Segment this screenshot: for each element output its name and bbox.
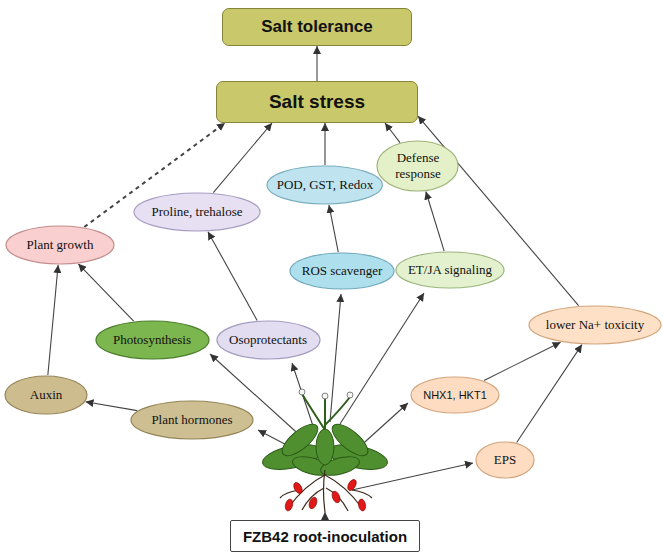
ellipse-node: Plant growth xyxy=(5,225,115,265)
ellipse-node: Proline, trehalose xyxy=(133,192,261,232)
arrow-connector xyxy=(78,264,133,321)
ellipse-node: lower Na+ toxicity xyxy=(528,305,662,345)
node-label: lower Na+ toxicity xyxy=(546,317,644,333)
node-label: Plant hormones xyxy=(151,412,232,428)
node-label: ET/JA signaling xyxy=(408,262,492,278)
arrow-connector xyxy=(86,402,138,411)
ellipse-node: Plant hormones xyxy=(130,400,254,440)
ellipse-node: NHX1, HKT1 xyxy=(410,376,500,414)
ellipse-node: POD, GST, Redox xyxy=(266,165,383,205)
node-label: Salt stress xyxy=(269,91,365,113)
process-box: FZB42 root-inoculation xyxy=(230,520,420,552)
node-label: FZB42 root-inoculation xyxy=(243,528,407,545)
arrow-connector xyxy=(213,123,272,193)
plant-leaves xyxy=(260,419,389,479)
node-label: Proline, trehalose xyxy=(152,204,243,220)
node-label: Salt tolerance xyxy=(261,17,373,37)
arrow-connector xyxy=(426,192,444,252)
ellipse-node: Photosynthesis xyxy=(95,320,210,360)
node-label: Photosynthesis xyxy=(113,332,191,348)
process-box: Salt stress xyxy=(216,81,418,123)
ellipse-node: ROS scavenger xyxy=(289,252,395,290)
arrow-connector xyxy=(484,342,561,380)
node-label: EPS xyxy=(494,452,516,468)
node-label: Defense response xyxy=(390,150,446,182)
ellipse-node: Auxin xyxy=(4,375,88,415)
ellipse-node: EPS xyxy=(475,441,535,479)
ellipse-node: ET/JA signaling xyxy=(395,251,505,289)
ellipse-node: Defense response xyxy=(376,140,459,192)
node-label: Auxin xyxy=(30,387,63,403)
process-box: Salt tolerance xyxy=(222,8,412,46)
plant-roots xyxy=(280,470,372,512)
node-label: Plant growth xyxy=(27,237,94,253)
node-label: POD, GST, Redox xyxy=(277,177,374,193)
arrow-connector xyxy=(385,123,400,143)
arrow-connector xyxy=(324,123,325,165)
root-bacteria xyxy=(284,478,366,512)
node-label: ROS scavenger xyxy=(302,263,383,279)
arrow-connector xyxy=(329,205,338,252)
arrow-connector xyxy=(316,46,317,81)
arrow-connector xyxy=(48,265,58,375)
arrow-connector xyxy=(208,232,257,321)
node-label: NHX1, HKT1 xyxy=(423,389,487,401)
plant-flowers xyxy=(299,389,353,399)
arrow-connector xyxy=(517,345,582,443)
node-label: Osoprotectants xyxy=(229,332,307,348)
ellipse-node: Osoprotectants xyxy=(216,320,321,360)
